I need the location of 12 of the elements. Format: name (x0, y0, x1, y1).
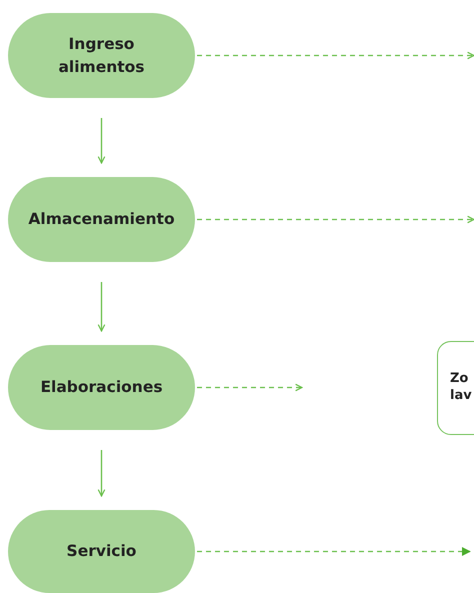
arrow (197, 216, 474, 224)
arrow (98, 450, 106, 497)
node-label: Elaboraciones (40, 377, 163, 398)
arrow (98, 118, 106, 164)
node-label: Zo lav (450, 371, 473, 405)
node-label: Servicio (66, 541, 136, 562)
node-label: Almacenamiento (28, 209, 175, 230)
node-label: Ingreso alimentos (57, 34, 146, 78)
arrow (197, 52, 474, 60)
arrow (197, 384, 303, 392)
arrow (98, 282, 106, 332)
arrow (197, 547, 471, 556)
